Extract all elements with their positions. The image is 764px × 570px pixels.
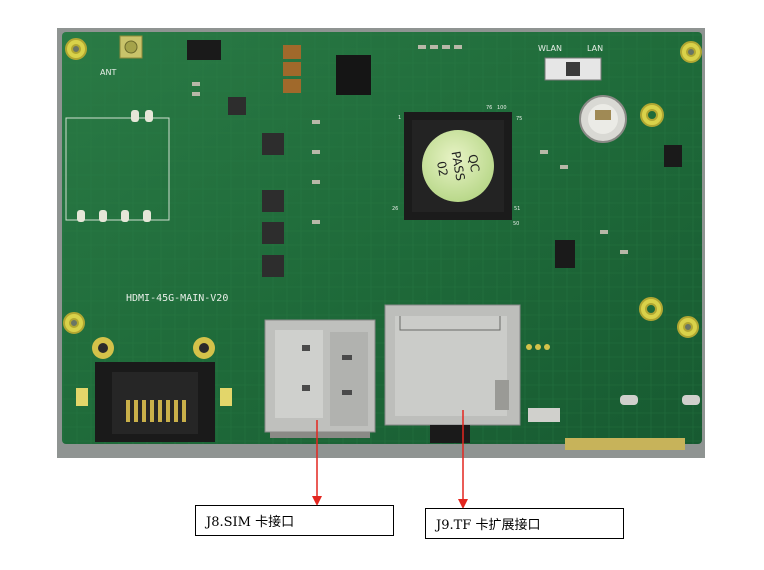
pin-label: 26 — [392, 206, 398, 212]
mounting-hole — [63, 38, 702, 338]
pin-label: 75 — [516, 116, 522, 122]
pin-label: 76 — [486, 105, 492, 111]
pass-text: PASS — [449, 150, 468, 182]
j8-sim-callout-text: J8.SIM 卡接口 — [206, 515, 295, 530]
coin-battery — [579, 95, 627, 143]
module-pads — [77, 110, 153, 222]
antenna-connector — [119, 35, 143, 59]
module-footprint-outline — [65, 117, 170, 221]
pcb-board: ANT WLAN — [62, 32, 702, 450]
wlan-label: WLAN — [538, 44, 562, 53]
pin-label: 1 — [398, 115, 401, 121]
ant-label: ANT — [100, 68, 116, 77]
pin-label: 50 — [513, 221, 519, 227]
j9-tf-callout-text: J9.TF 卡扩展接口 — [436, 518, 541, 533]
qc-pass-sticker — [422, 130, 494, 202]
pin-label: 100 — [497, 105, 507, 111]
hdmi-connector — [565, 438, 685, 450]
callout-arrows — [312, 410, 468, 509]
j9-tf-callout: J9.TF 卡扩展接口 — [425, 508, 624, 539]
main-processor: QC PASS 02 100 1 26 50 51 75 76 — [392, 105, 522, 227]
lan-label: LAN — [587, 44, 603, 53]
board-name: HDMI-45G-MAIN-V20 — [126, 293, 228, 304]
tf-card-socket — [384, 304, 521, 443]
qc-number: 02 — [434, 160, 450, 177]
pin-label: 51 — [514, 206, 520, 212]
switch-component — [187, 40, 221, 60]
ic-chip — [336, 55, 371, 95]
j8-sim-callout: J8.SIM 卡接口 — [195, 505, 394, 536]
sim-card-socket — [264, 319, 376, 438]
rj45-connector — [76, 337, 232, 442]
qc-text: QC — [465, 153, 482, 173]
